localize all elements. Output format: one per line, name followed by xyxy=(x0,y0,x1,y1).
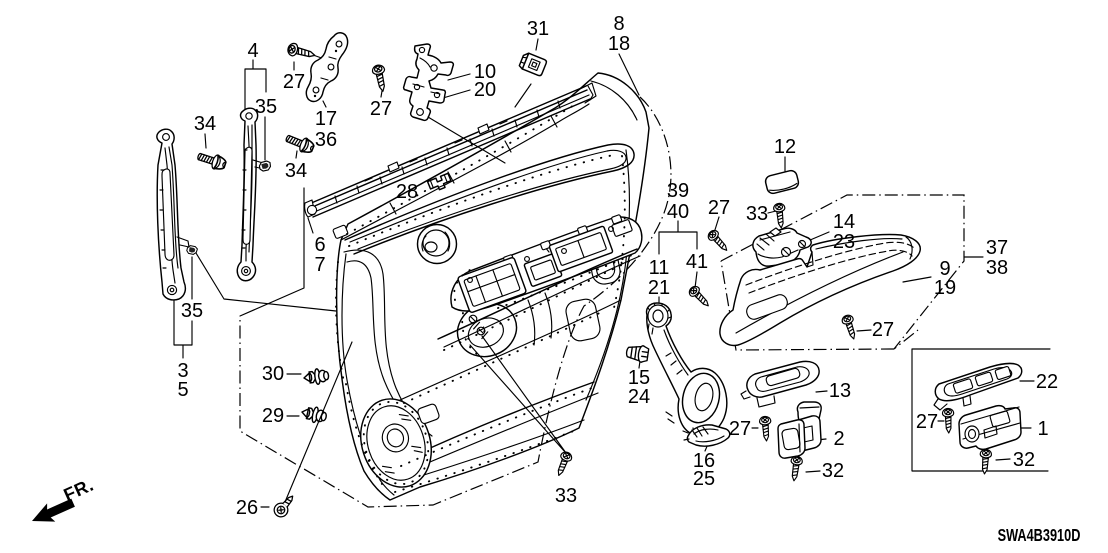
svg-text:35: 35 xyxy=(255,96,277,118)
svg-text:22: 22 xyxy=(1036,371,1058,393)
svg-text:27: 27 xyxy=(708,197,730,219)
svg-text:39: 39 xyxy=(667,180,689,202)
svg-text:30: 30 xyxy=(262,363,284,385)
svg-text:36: 36 xyxy=(315,129,337,151)
svg-text:2: 2 xyxy=(833,428,844,450)
svg-text:29: 29 xyxy=(262,405,284,427)
svg-text:27: 27 xyxy=(916,411,938,433)
svg-text:35: 35 xyxy=(181,300,203,322)
svg-text:27: 27 xyxy=(729,418,751,440)
svg-text:16: 16 xyxy=(693,450,715,472)
svg-text:17: 17 xyxy=(315,108,337,130)
svg-text:34: 34 xyxy=(194,113,216,135)
svg-text:20: 20 xyxy=(474,79,496,101)
svg-text:21: 21 xyxy=(648,277,670,299)
svg-text:32: 32 xyxy=(822,460,844,482)
svg-text:14: 14 xyxy=(833,211,855,233)
svg-text:40: 40 xyxy=(667,201,689,223)
svg-text:34: 34 xyxy=(285,160,307,182)
svg-text:11: 11 xyxy=(649,257,670,279)
svg-text:10: 10 xyxy=(474,61,496,83)
svg-text:7: 7 xyxy=(314,254,325,276)
svg-text:27: 27 xyxy=(283,71,305,93)
svg-text:28: 28 xyxy=(396,181,418,203)
svg-text:25: 25 xyxy=(693,468,715,490)
svg-text:6: 6 xyxy=(314,234,325,256)
svg-text:9: 9 xyxy=(939,258,950,280)
svg-text:31: 31 xyxy=(527,18,549,40)
svg-text:1: 1 xyxy=(1037,418,1048,440)
svg-text:27: 27 xyxy=(872,319,894,341)
svg-text:27: 27 xyxy=(370,98,392,120)
svg-text:12: 12 xyxy=(774,136,796,158)
svg-text:32: 32 xyxy=(1013,449,1035,471)
svg-text:5: 5 xyxy=(177,379,188,401)
svg-text:18: 18 xyxy=(608,33,630,55)
svg-text:8: 8 xyxy=(613,13,624,35)
svg-text:23: 23 xyxy=(833,231,855,253)
svg-text:38: 38 xyxy=(986,257,1008,279)
svg-text:33: 33 xyxy=(555,485,577,507)
svg-text:3: 3 xyxy=(177,360,188,382)
svg-text:4: 4 xyxy=(247,40,258,62)
svg-text:33: 33 xyxy=(746,203,768,225)
svg-text:41: 41 xyxy=(686,251,708,273)
svg-text:15: 15 xyxy=(628,367,650,389)
svg-text:SWA4B3910D: SWA4B3910D xyxy=(998,526,1081,546)
svg-text:26: 26 xyxy=(236,497,258,519)
svg-text:19: 19 xyxy=(934,277,956,299)
svg-text:13: 13 xyxy=(829,380,851,402)
svg-text:24: 24 xyxy=(628,386,650,408)
svg-text:37: 37 xyxy=(986,237,1008,259)
